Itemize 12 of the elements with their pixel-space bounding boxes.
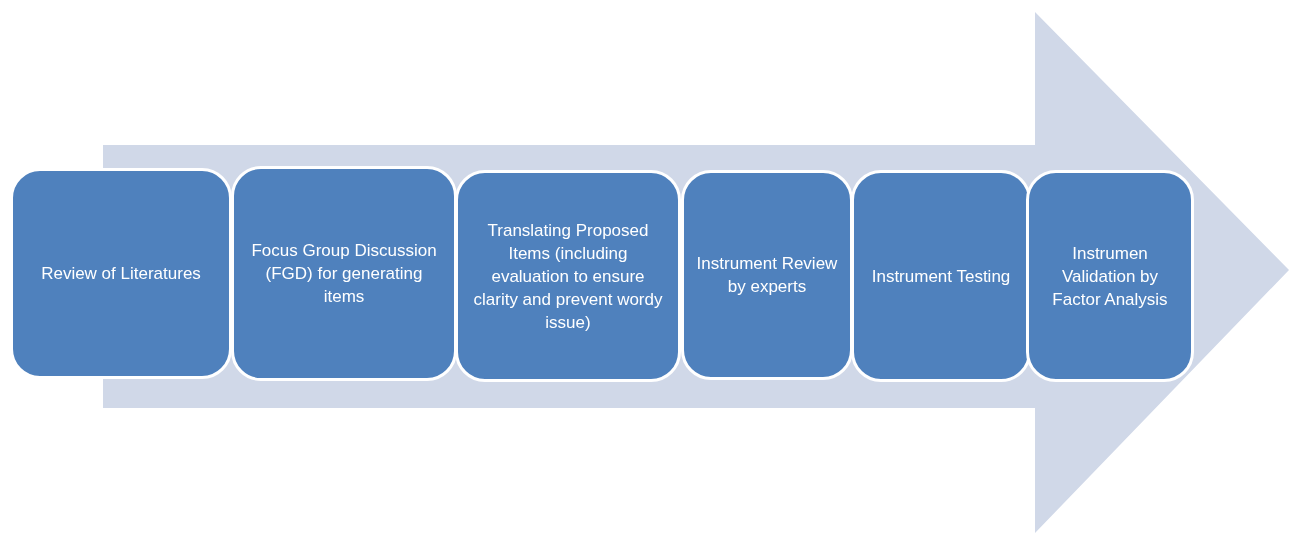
step-label: Focus Group Discussion (FGD) for generating items [250, 240, 438, 308]
step-label: Translating Proposed Items (including evaluation to ensure clarity and prevent wordy issue) [472, 219, 664, 334]
step-label: Instrument Testing [870, 265, 1012, 288]
process-box [681, 170, 853, 380]
process-box [10, 168, 232, 379]
step-label: Instrumen Validation by Factor Analysis [1051, 242, 1169, 311]
step-label: Instrument Review by experts [695, 253, 839, 298]
process-box [231, 166, 457, 381]
process-box [455, 170, 681, 382]
step-label: Review of Literatures [40, 263, 202, 285]
process-box [1026, 170, 1194, 382]
process-box [851, 170, 1031, 382]
